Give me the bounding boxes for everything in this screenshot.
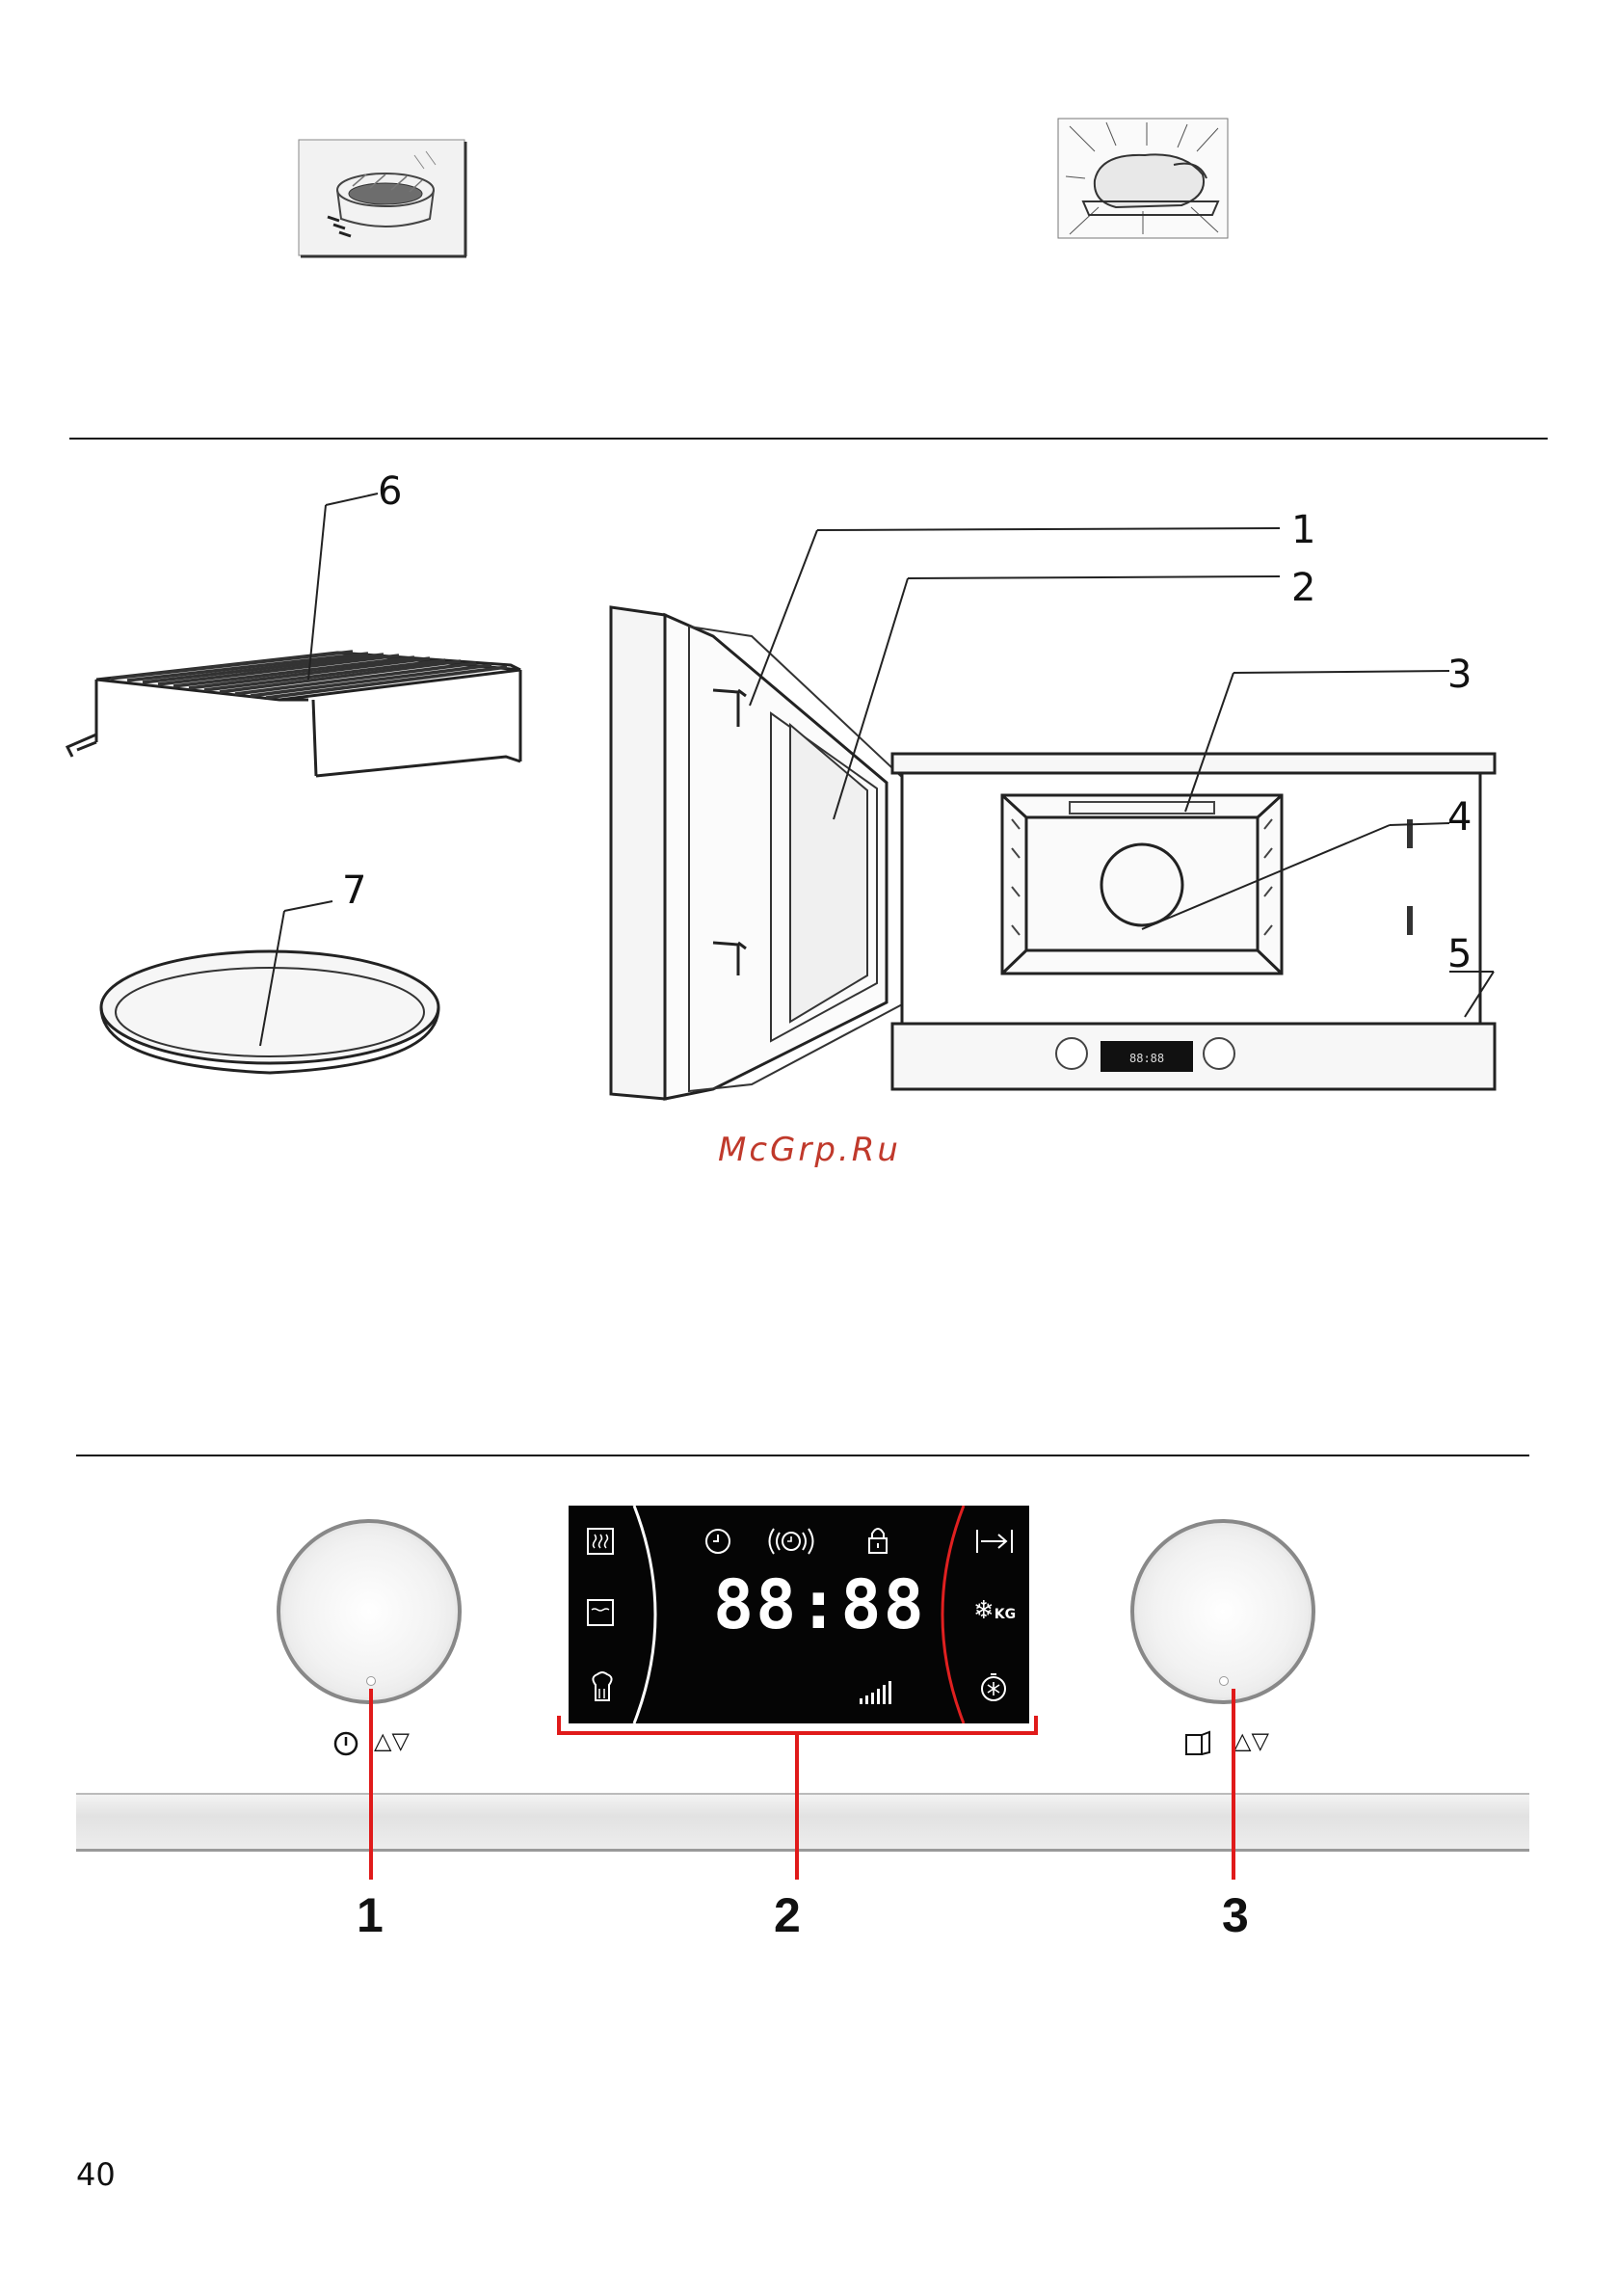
control-label-1: 1 bbox=[357, 1891, 384, 1939]
page-number: 40 bbox=[76, 2159, 116, 2190]
control-label-2: 2 bbox=[774, 1891, 801, 1939]
control-label-3: 3 bbox=[1222, 1891, 1249, 1939]
